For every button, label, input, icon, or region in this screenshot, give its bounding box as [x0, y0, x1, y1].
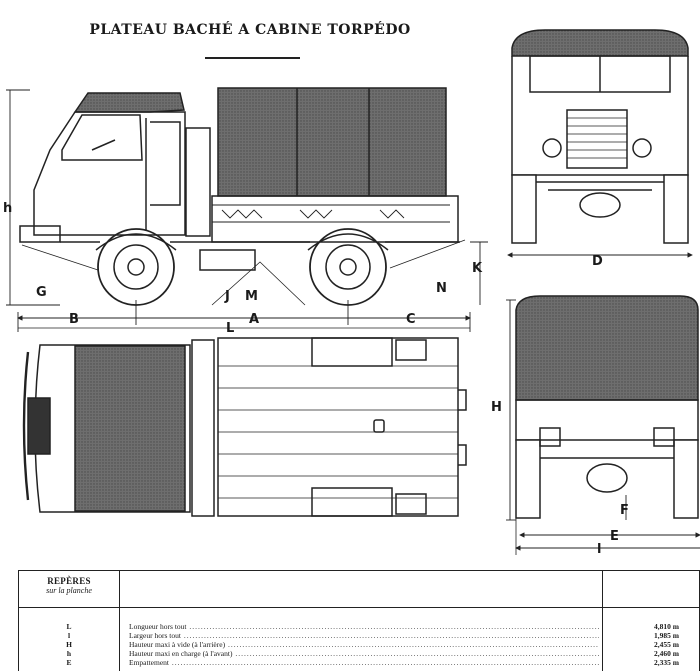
front-headlight-right: [632, 138, 652, 158]
side-view: [19, 87, 466, 306]
row-label: Empattement: [129, 658, 599, 667]
front-view: [507, 29, 693, 258]
dim-label-A: A: [249, 312, 259, 327]
dim-label-M: M: [245, 289, 258, 304]
row-label: Hauteur maxi en charge (à l'avant): [129, 649, 599, 658]
angle-line-rear: [389, 239, 466, 269]
side-canvas-tarp: [217, 87, 447, 197]
dim-label-h: h: [3, 201, 12, 216]
table-column-divider: [119, 571, 120, 671]
row-label: Largeur hors tout: [129, 631, 599, 640]
table-header-subtitle: sur la planche: [46, 586, 92, 595]
dim-label-E: E: [610, 529, 619, 544]
row-code: L: [66, 622, 72, 631]
side-platform: [211, 195, 459, 243]
row-code: l: [67, 631, 71, 640]
front-canopy: [511, 29, 689, 57]
title-underline: [205, 57, 300, 59]
drawing-title: PLATEAU BACHÉ A CABINE TORPÉDO: [89, 22, 411, 38]
row-label: Hauteur maxi à vide (à l'arrière): [129, 640, 599, 649]
table-header-rule: [19, 607, 699, 608]
dim-label-D: D: [592, 254, 603, 269]
row-label: Longueur hors tout: [129, 622, 599, 631]
technical-drawing: h B L A C G J M N K D H F E l: [3, 29, 700, 557]
row-value: 2,460 m: [654, 649, 679, 658]
dim-label-B: B: [69, 312, 79, 327]
top-platform: [217, 337, 459, 517]
top-front-bumper: [22, 351, 30, 501]
side-windscreen: [61, 114, 143, 161]
dim-label-K: K: [472, 261, 483, 276]
side-spare-wheel-box: [185, 127, 211, 237]
table-header-title: REPÈRES: [47, 576, 91, 586]
front-wheel-right: [663, 174, 689, 244]
table-row: l Largeur hors tout 1,985 m: [19, 631, 699, 640]
front-headlight-left: [542, 138, 562, 158]
table-header: REPÈRES sur la planche: [19, 576, 119, 596]
side-front-bumper: [19, 225, 61, 243]
rear-wheel-left: [515, 439, 541, 519]
table-row: H Hauteur maxi à vide (à l'arrière) 2,45…: [19, 640, 699, 649]
dim-label-N: N: [436, 281, 447, 296]
dim-label-l: l: [597, 542, 601, 557]
dimensions-table: REPÈRES sur la planche L Longueur hors t…: [18, 570, 700, 671]
side-dimensions: [6, 89, 488, 332]
row-code: h: [66, 649, 72, 658]
row-value: 2,455 m: [654, 640, 679, 649]
top-cabin-canopy: [74, 345, 186, 512]
front-grille: [566, 109, 628, 169]
row-code: E: [66, 658, 72, 667]
rear-body: [515, 399, 699, 441]
top-view: [22, 337, 467, 517]
row-value: 1,985 m: [654, 631, 679, 640]
row-code: H: [66, 640, 72, 649]
angle-line-front: [21, 244, 99, 271]
table-row: E Empattement 2,335 m: [19, 658, 699, 667]
table-row: h Hauteur maxi en charge (à l'avant) 2,4…: [19, 649, 699, 658]
rear-view: [506, 295, 700, 555]
row-value: 4,810 m: [654, 622, 679, 631]
table-column-divider: [602, 571, 603, 671]
rear-canvas-tarp: [515, 295, 699, 401]
side-cabin-roof: [73, 92, 185, 113]
side-cabin-body: [33, 111, 186, 236]
table-row: L Longueur hors tout 4,810 m: [19, 622, 699, 631]
front-wheel-left: [511, 174, 537, 244]
row-value: 2,335 m: [654, 658, 679, 667]
dim-label-L: L: [226, 321, 234, 336]
dim-label-H: H: [491, 400, 502, 415]
dim-label-F: F: [620, 503, 629, 518]
side-door: [150, 121, 181, 206]
dim-label-G: G: [36, 285, 47, 300]
dim-label-C: C: [406, 312, 416, 327]
dim-label-J: J: [224, 289, 230, 304]
rear-wheel-right: [673, 439, 699, 519]
